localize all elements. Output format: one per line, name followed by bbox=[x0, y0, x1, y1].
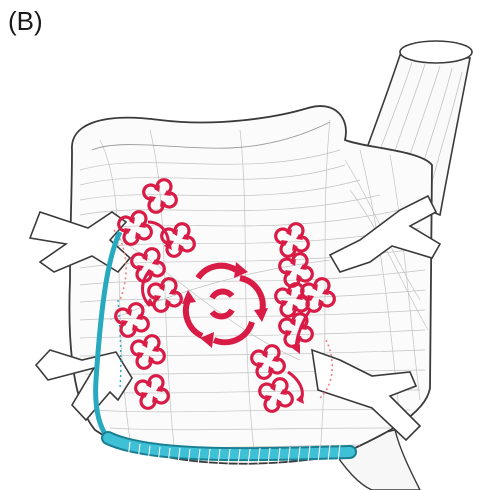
atrium-illustration bbox=[0, 0, 489, 490]
